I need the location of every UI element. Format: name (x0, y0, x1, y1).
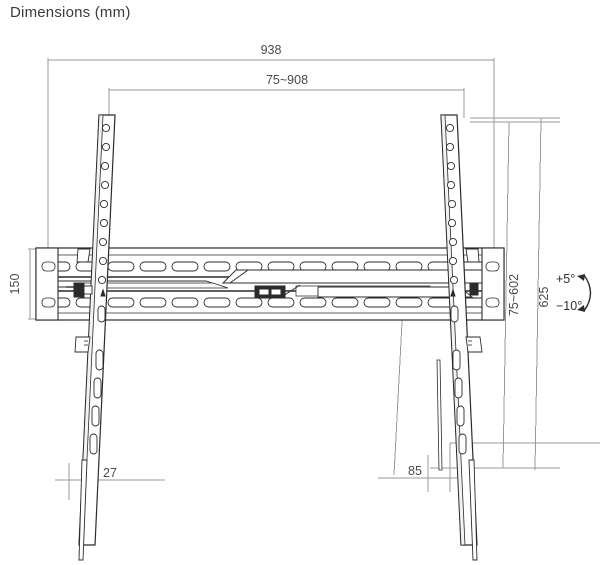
horizontal-rail (35, 247, 505, 321)
logo-plate-badge (254, 285, 286, 299)
rail-end-cap-left (35, 247, 59, 321)
tilt-arrow-icon (577, 274, 592, 312)
dim-label-overall-width: 938 (261, 43, 282, 57)
arm-slot-column-right (450, 305, 467, 455)
tilt-angle-annotation: +5° −10° (556, 272, 592, 313)
tv-mount-illustration (35, 114, 505, 561)
arm-slot-column-left (89, 305, 106, 455)
dim-line-625 (534, 117, 542, 471)
tilt-up-label: +5° (556, 272, 575, 286)
tilt-down-label: −10° (556, 299, 582, 313)
rail-slot-row-bottom (43, 297, 487, 308)
leader-line-depth (393, 302, 404, 476)
dim-line-75-602 (502, 121, 510, 469)
arm-index-triangle-left (100, 288, 106, 297)
dim-label-depth-left: 27 (103, 466, 117, 480)
dim-label-mount-height: 75~602 (507, 274, 521, 316)
dim-label-overall-height: 625 (537, 287, 551, 308)
dim-label-rail-height: 150 (8, 274, 22, 295)
page-title: Dimensions (mm) (10, 4, 131, 21)
dim-label-mount-width: 75~908 (266, 73, 308, 87)
arm-hole-column-left (97, 123, 111, 285)
rail-end-cap-right (481, 247, 505, 321)
vertical-arm-left (74, 114, 116, 561)
vertical-arm-right (436, 114, 483, 561)
arm-index-triangle-right (450, 288, 456, 297)
lock-knob-left (66, 282, 93, 298)
lock-knob-right (469, 282, 479, 296)
arm-hole-column-right (445, 123, 459, 285)
dim-label-depth-right: 85 (408, 464, 422, 478)
